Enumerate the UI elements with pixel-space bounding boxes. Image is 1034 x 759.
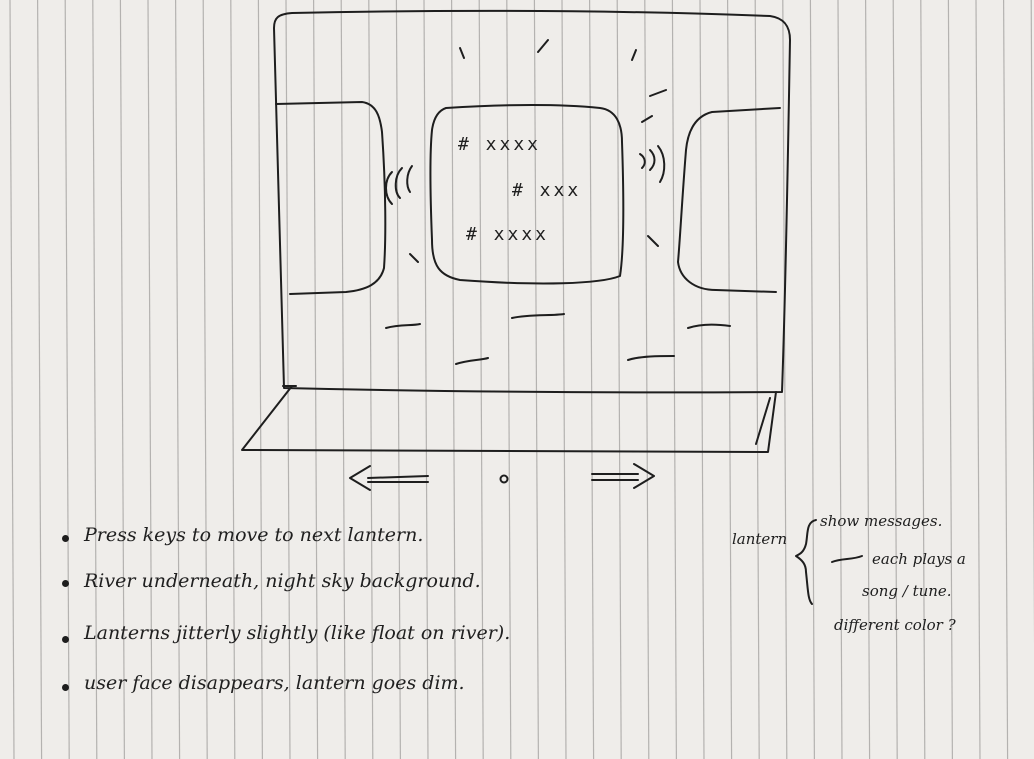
note-4: user face disappears, lantern goes dim. [84,672,465,694]
jitter-marks-right [639,145,666,183]
ruled-line [864,0,871,759]
ruled-line [975,0,981,759]
base-platform [241,385,777,453]
note-2: River underneath, night sky background. [84,570,481,592]
ruled-line [837,0,843,759]
ruled-lines [9,0,1034,759]
note-1: Press keys to move to next lantern. [84,524,424,546]
lantern-panel-right [677,107,781,293]
lantern-row-1: # xxxx [458,134,542,155]
ruled-line [451,0,457,759]
ruled-line [119,0,125,759]
ruled-line [782,0,788,759]
ruled-line [533,0,540,759]
ruled-line [9,0,15,759]
ruled-line [257,0,263,759]
jitter-marks-left [385,165,413,205]
side-note-item-2: each plays a [872,550,966,568]
ruled-line [395,0,401,759]
bullet-4 [62,684,69,691]
left-arrow-icon[interactable] [349,465,429,491]
ruled-line [285,0,291,759]
ruled-line [809,0,816,759]
ruled-line [313,0,319,759]
river-waves [385,313,731,365]
note-3: Lanterns jitterly slightly (like float o… [84,622,511,644]
ruled-line [1030,0,1034,646]
side-note-label: lantern [732,530,788,548]
ruled-line [423,0,429,759]
side-note-item-1: show messages. [820,512,943,530]
ruled-line [892,0,898,759]
ruled-line [368,0,374,759]
ruled-line [726,0,733,759]
side-note-item-3: song / tune. [862,582,952,600]
right-arrow-icon[interactable] [591,463,655,489]
ruled-line [699,0,705,759]
dot-icon [499,474,509,484]
lantern-panel-left [275,101,387,295]
brace-icon [795,519,817,605]
base-corner-right [755,397,771,445]
bullet-1 [62,535,69,542]
ruled-line [616,0,622,759]
ruled-line [947,0,954,759]
ruled-line [506,0,512,759]
ruled-line [340,0,346,759]
ruled-line [64,0,70,759]
ruled-line [920,0,926,759]
screen-frame [273,9,791,394]
lantern-row-2: # xxx [512,180,582,201]
ruled-line [478,0,484,759]
ruled-line [671,0,678,759]
ruled-line [230,0,236,759]
ruled-line [147,0,153,759]
ruled-line [37,0,43,759]
ruled-line [175,0,181,759]
ruled-line [202,0,208,759]
ruled-line [644,0,650,759]
side-note-item-4: different color ? [834,616,956,634]
bullet-3 [62,636,69,643]
ruled-line [92,0,98,759]
ruled-line [754,0,760,759]
bullet-2 [62,580,69,587]
ruled-line [588,0,595,759]
lantern-row-3: # xxxx [466,224,550,245]
strike-mark [831,555,863,563]
ruled-line [561,0,567,759]
sky-strokes [409,39,667,263]
ruled-line [1002,0,1009,759]
lantern-panel-center [429,104,625,285]
